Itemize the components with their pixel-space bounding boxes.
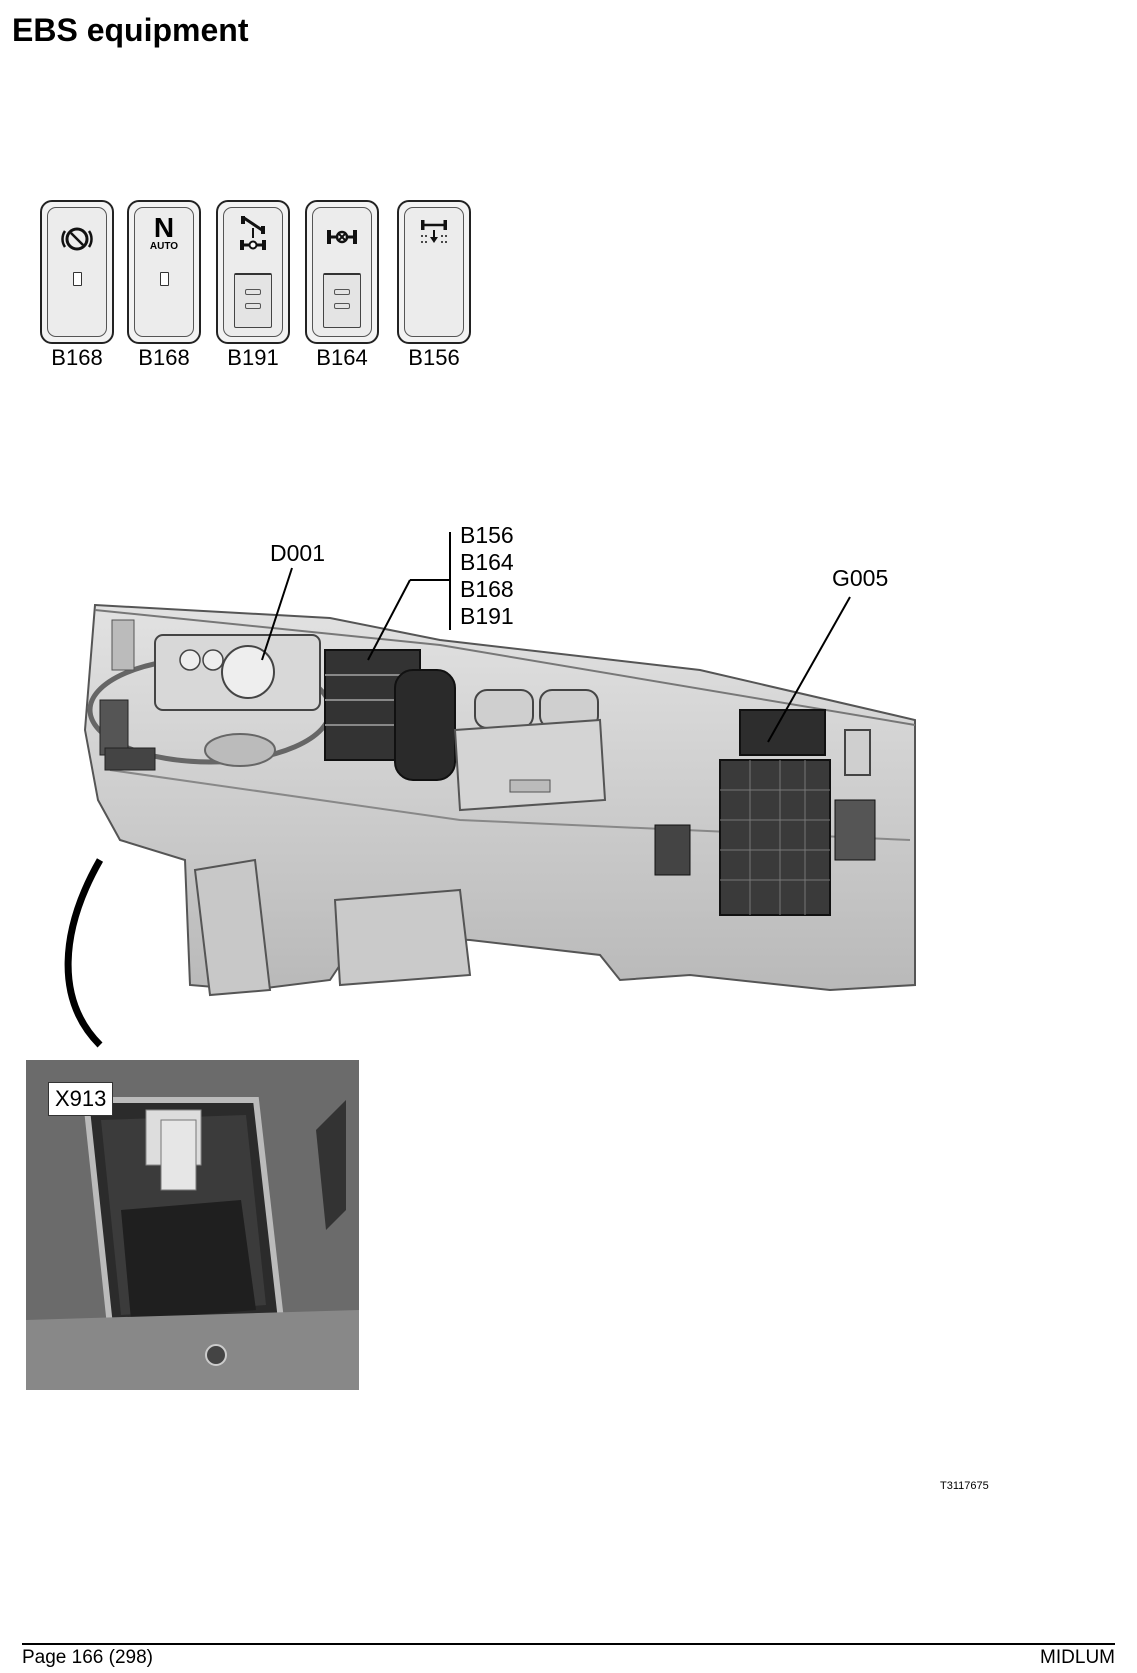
switch-b191 xyxy=(216,200,290,344)
footer-divider xyxy=(22,1643,1115,1645)
switch-b168-neutral-auto: N AUTO xyxy=(127,200,201,344)
neutral-symbol: N xyxy=(153,212,175,243)
auto-symbol: AUTO xyxy=(149,241,179,252)
callout-b164: B164 xyxy=(460,549,514,575)
callout-b156: B156 xyxy=(460,522,514,548)
dashboard-illustration xyxy=(64,532,916,1048)
callout-d001: D001 xyxy=(270,540,325,566)
callout-b168: B168 xyxy=(460,576,514,602)
callout-switch-group: B156 B164 B168 B191 xyxy=(460,522,514,630)
brake-circle-icon xyxy=(48,222,106,256)
neutral-auto-icon: N AUTO xyxy=(135,212,193,252)
switch-b156 xyxy=(397,200,471,344)
x913-inset-photo: X913 xyxy=(26,1060,359,1390)
axle-load-icon xyxy=(405,218,463,252)
page-title: EBS equipment xyxy=(12,12,249,48)
page-number: Page 166 (298) xyxy=(22,1647,153,1668)
callout-b191: B191 xyxy=(460,603,514,629)
switch-label: B191 xyxy=(227,345,279,370)
switch-b168-brake xyxy=(40,200,114,344)
switch-label: B168 xyxy=(51,345,103,370)
rocker-pad xyxy=(323,273,361,328)
switch-label: B168 xyxy=(138,345,190,370)
axle-lift-icon xyxy=(224,214,282,250)
image-reference-code: T3117675 xyxy=(940,1480,989,1492)
axle-diff-lock-icon xyxy=(313,222,371,256)
indicator-led xyxy=(73,272,82,286)
callout-g005: G005 xyxy=(832,565,889,591)
switch-label: B164 xyxy=(316,345,368,370)
vehicle-name: MIDLUM xyxy=(1040,1647,1115,1668)
callout-x913: X913 xyxy=(48,1082,114,1116)
indicator-led xyxy=(160,272,169,286)
switch-label: B156 xyxy=(408,345,460,370)
switch-b164 xyxy=(305,200,379,344)
rocker-pad xyxy=(234,273,272,328)
